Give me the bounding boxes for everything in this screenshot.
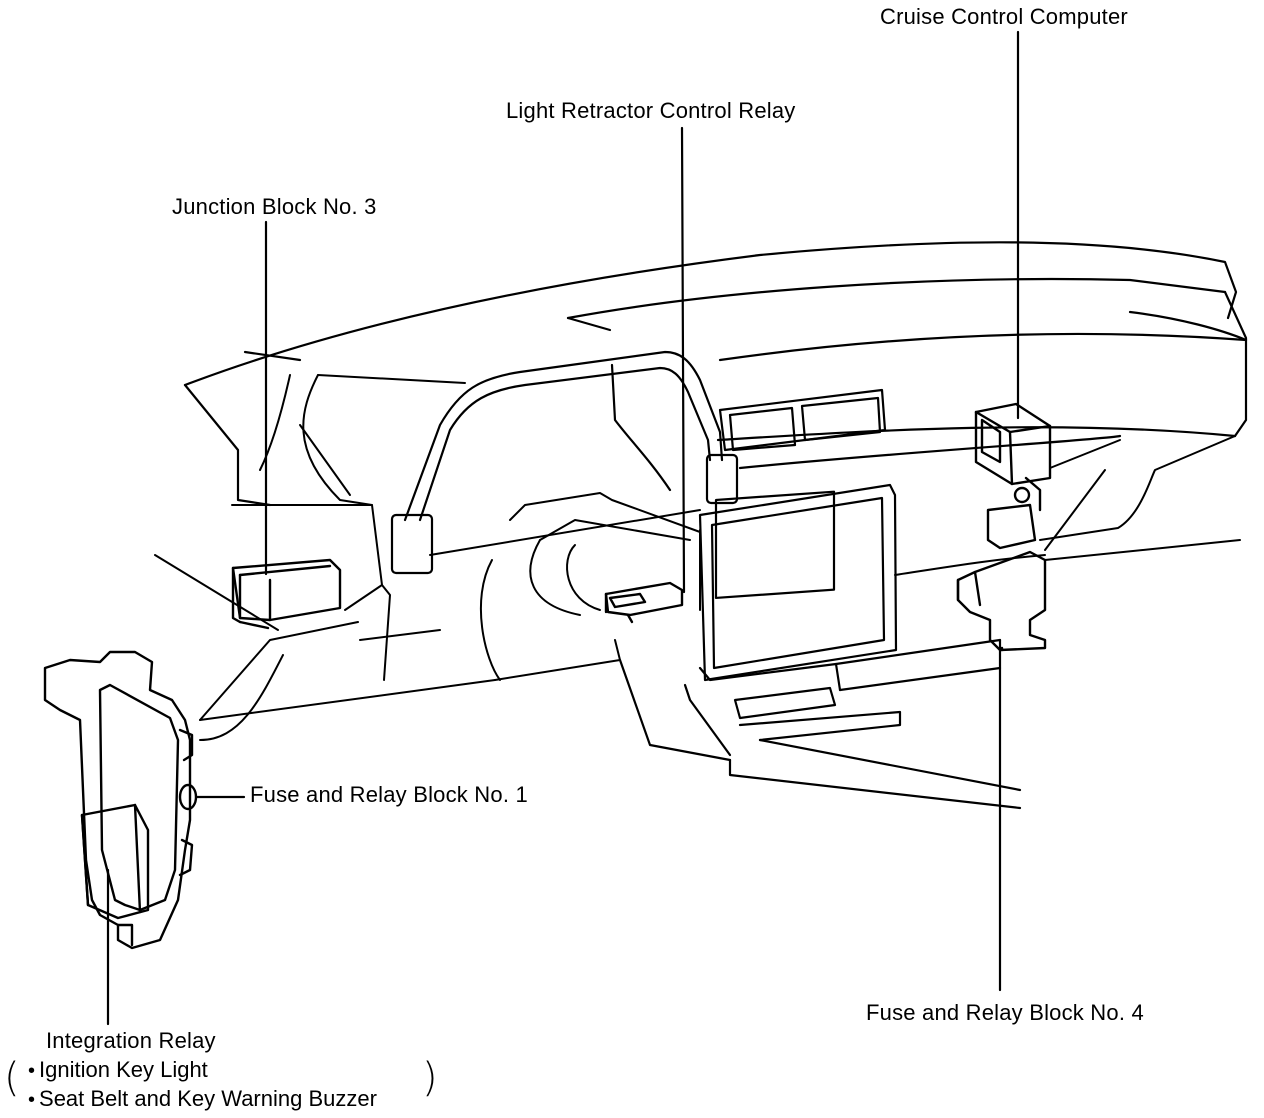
open-paren: (	[4, 1055, 20, 1101]
glove-box	[894, 435, 1241, 576]
label-light-retractor-control-relay: Light Retractor Control Relay	[506, 98, 796, 123]
leader-light-retractor	[680, 126, 686, 594]
center-console	[618, 388, 1022, 810]
integration-relay-item-ignition: Ignition Key Light	[28, 1057, 208, 1084]
label-integration-relay: Integration Relay	[46, 1028, 216, 1053]
leader-lines	[106, 30, 1020, 1026]
label-fuse-relay-block-no4: Fuse and Relay Block No. 4	[866, 1000, 1144, 1025]
integration-relay-item-seat-belt: Seat Belt and Key Warning Buzzer	[28, 1086, 377, 1113]
label-fuse-relay-block-no1: Fuse and Relay Block No. 1	[250, 782, 528, 807]
cruise-control-computer-component	[974, 402, 1052, 512]
label-junction-block-no3: Junction Block No. 3	[172, 194, 377, 219]
dashboard-outline	[183, 241, 1248, 507]
close-paren: )	[422, 1055, 438, 1101]
dashboard-left-end	[154, 374, 466, 741]
junction-block-no3-component	[231, 558, 342, 630]
fuse-relay-block-no4-component	[956, 503, 1047, 652]
light-retractor-relay-component	[604, 581, 684, 624]
fuse-relay-block-no1-component	[43, 650, 198, 950]
label-cruise-control-computer: Cruise Control Computer	[880, 4, 1128, 29]
